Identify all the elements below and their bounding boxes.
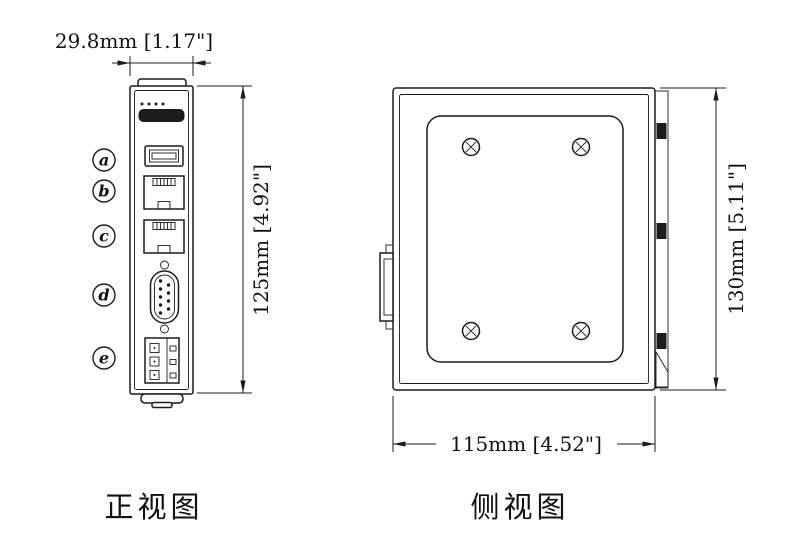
front-height-dimension-text: 125mm [4.92"] [249,164,273,316]
usb-port [144,145,184,167]
port-marker-c: c [92,224,116,248]
front-width-dimension-text: 29.8mm [1.17"] [55,29,213,53]
led-indicators [140,102,165,106]
side-inner-panel [426,115,624,363]
jack-screw-bottom [160,324,169,334]
port-marker-circle-a [92,148,116,172]
din-rail-edge [654,90,669,389]
port-label-b: b [98,182,109,201]
front-width-dimension: 29.8mm [1.17"] [55,29,213,76]
port-label-c: c [99,227,109,246]
terminal-block [144,337,180,384]
port-marker-circle-d [92,283,116,307]
port-label-d: d [98,286,109,305]
port-marker-b: b [92,179,116,203]
port-marker-a: a [92,148,116,172]
port-marker-circle-b [92,179,116,203]
mounting-screw-bottom-left [461,321,481,341]
bottom-mount-foot [140,393,184,409]
side-view-label: 侧视图 [470,490,569,524]
mounting-screw-bottom-right [571,321,591,341]
port-marker-circle-c [92,224,116,248]
db9-pins [158,279,171,315]
side-connector-profile [379,244,394,330]
dimension-arrow [393,441,406,447]
mounting-screw-top-right [571,137,591,157]
din-rail-clip [656,223,667,239]
port-markers: a b c d e [92,148,116,370]
port-label-a: a [99,151,109,170]
extension-lines [660,87,726,391]
side-view-drawing [379,87,669,391]
port-label-e: e [99,349,109,368]
extension-lines [197,85,252,394]
ethernet-port-c [143,219,185,254]
jack-screw-top [160,260,169,270]
port-marker-d: d [92,283,116,307]
mounting-screw-top-left [461,137,481,157]
side-width-dimension-text: 115mm [4.52"] [450,432,602,456]
port-marker-circle-e [92,346,116,370]
dimension-arrow [713,377,719,390]
din-rail-clip [656,123,667,139]
din-rail-spring [655,350,669,388]
extension-lines [129,56,194,76]
port-marker-e: e [92,346,116,370]
extension-lines [392,396,656,452]
front-height-dimension: 125mm [4.92"] [197,85,273,394]
ethernet-port-b [143,175,185,210]
dimension-arrow [240,380,246,393]
dimension-arrow [713,88,719,101]
front-view-label: 正视图 [104,490,203,524]
din-rail-mount [654,90,669,389]
side-height-dimension: 130mm [5.11"] [660,87,748,391]
front-body-inner-line [134,90,189,390]
din-rail-clip [656,333,667,349]
dimension-arrow [117,60,130,66]
front-view-drawing [129,78,194,409]
side-height-dimension-text: 130mm [5.11"] [724,163,748,315]
dimension-arrow [642,441,655,447]
dimension-arrow [240,86,246,99]
dimension-arrow [193,60,206,66]
side-body-inner-line [399,94,649,384]
db9-serial-port [149,260,180,334]
status-display [138,109,185,122]
side-width-dimension: 115mm [4.52"] [392,396,656,456]
